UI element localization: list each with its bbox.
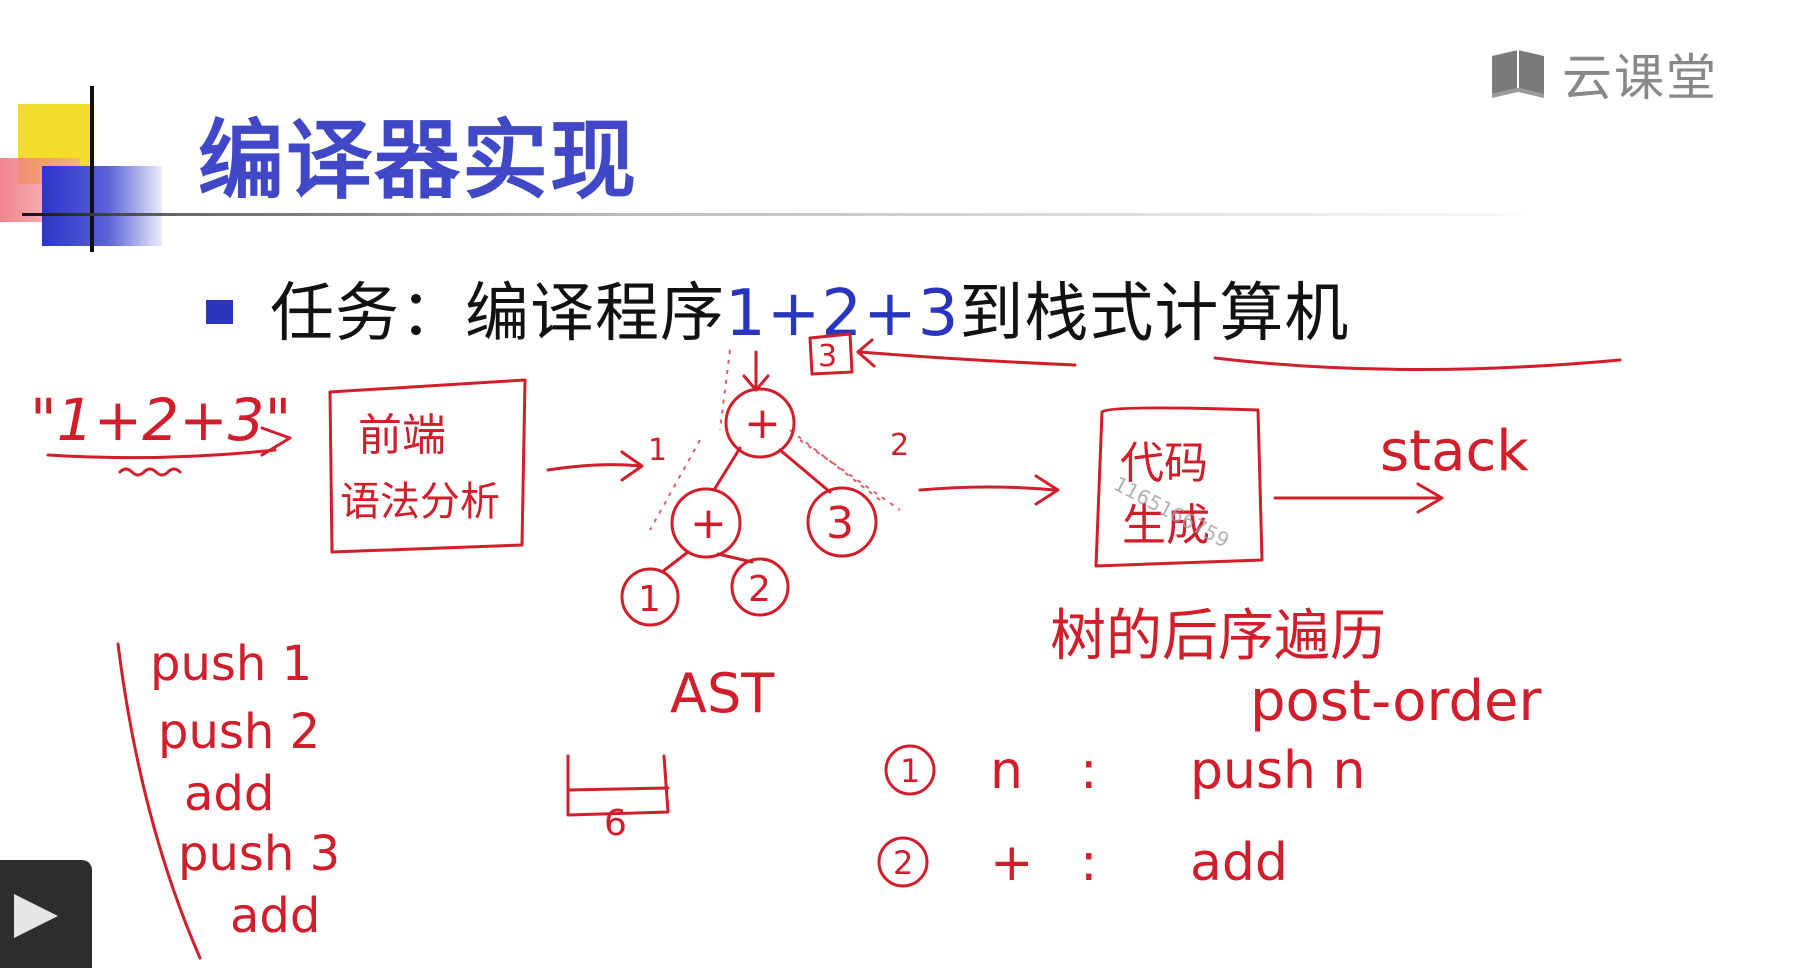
frontend-line-1: 前端 [358, 410, 446, 461]
ast-edges [660, 446, 832, 574]
rule-one-rhs: push n [1190, 741, 1366, 801]
code-line-1: push 1 [150, 636, 312, 692]
rule-one-num: 1 [900, 752, 920, 790]
codegen-arrow [918, 474, 1060, 506]
step-three-label: 3 [818, 339, 837, 374]
play-icon [14, 894, 58, 938]
ast-root-node [724, 387, 796, 459]
task-line: 任务：编译程序1+2+3到栈式计算机 [270, 262, 1349, 354]
code-line-2: push 2 [158, 704, 320, 760]
book-icon [1492, 50, 1544, 98]
codegen-box [1094, 406, 1264, 568]
rule-two-num: 2 [893, 844, 913, 882]
backtrack-arrow [856, 338, 1077, 368]
input-underline [46, 448, 277, 460]
target-label: stack [1380, 419, 1529, 484]
frontend-arrow [546, 450, 644, 482]
task-prefix: 任务：编译程序 [270, 277, 725, 351]
traversal-cn: 树的后序遍历 [1050, 604, 1386, 669]
task-underline [1213, 356, 1622, 372]
stack-value: 6 [604, 803, 627, 844]
codegen-line-2: 生成 [1122, 500, 1210, 551]
trace-right [789, 429, 901, 511]
step-two-label: 2 [890, 428, 909, 463]
task-suffix: 到栈式计算机 [959, 277, 1350, 351]
traversal-en: post-order [1250, 669, 1542, 734]
title-underline [22, 213, 1522, 216]
logo-text: 云课堂 [1562, 49, 1718, 107]
ast-inner-node [670, 487, 742, 559]
play-button[interactable] [0, 860, 92, 968]
trace-left [649, 349, 731, 531]
ast-inner-label: + [690, 498, 727, 549]
input-string: "1+2+3" [30, 386, 291, 454]
target-arrow [1273, 482, 1444, 514]
task-expression: 1+2+3 [725, 277, 960, 351]
input-squiggle [118, 467, 182, 477]
rule-one-circle [884, 744, 936, 796]
rule-one-lhs: n [990, 741, 1023, 801]
bullet-square [206, 300, 233, 324]
decor-vertical-line [90, 86, 94, 252]
ast-label: AST [670, 662, 775, 725]
ast-leaf-two-label: 2 [748, 569, 771, 610]
input-arrow [260, 426, 292, 457]
code-line-3: add [184, 766, 274, 822]
step-one-label: 1 [648, 433, 667, 468]
rule-two-lhs: + [990, 833, 1034, 893]
ast-leaf-one-node [620, 567, 680, 627]
rule-two-rhs: add [1190, 833, 1288, 893]
rule-two-colon: : [1080, 833, 1098, 893]
rule-one-colon: : [1080, 741, 1098, 801]
code-line-5: add [230, 888, 320, 944]
ast-root-label: + [744, 398, 781, 449]
code-line-4: push 3 [178, 826, 340, 882]
code-bracket [116, 642, 202, 960]
frontend-line-2: 语法分析 [340, 479, 500, 525]
ast-leaf-three-label: 3 [826, 498, 854, 549]
codegen-line-1: 代码 [1120, 438, 1208, 489]
ast-leaf-two-node [730, 557, 790, 617]
frontend-box [328, 378, 527, 554]
root-down-arrow [742, 350, 770, 392]
decor-blue-block [42, 166, 162, 246]
step-three-box [808, 332, 854, 376]
stack-box [566, 754, 670, 817]
ast-leaf-three-node [806, 486, 878, 558]
slide-title: 编译器实现 [198, 111, 638, 211]
logo: 云课堂 [1488, 38, 1718, 110]
rule-two-circle [877, 836, 929, 888]
ast-leaf-one-label: 1 [638, 579, 661, 620]
